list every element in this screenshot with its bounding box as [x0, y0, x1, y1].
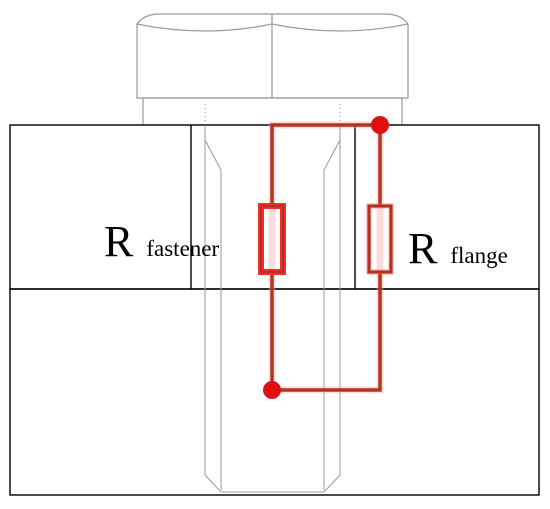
thread-start-right: [323, 139, 341, 171]
resistance-circuit: [258, 121, 394, 394]
shank-tip-right: [323, 474, 341, 493]
flange-label-subscript: flange: [450, 243, 507, 268]
bolt-head-chamfer-right: [271, 23, 409, 32]
fastener-label-subscript: fastener: [146, 236, 219, 261]
fastener-resistor-inner: [259, 204, 285, 274]
bolt-shank: [204, 104, 341, 493]
circuit-halo: [268, 121, 384, 394]
flange-resistance-label: R flange: [408, 224, 508, 273]
bottom-node-junction-dot-icon: [263, 381, 281, 399]
bolt-washer-face: [142, 97, 403, 126]
fastener-label-letter: R: [104, 217, 134, 266]
fastener-resistance-label: R fastener: [104, 217, 219, 266]
flange-label-letter: R: [408, 224, 438, 273]
circuit-wire-loop: [270, 123, 382, 392]
top-node-junction-dot-icon: [371, 116, 389, 134]
shank-tip-left: [204, 474, 222, 493]
bolt-head: [136, 13, 409, 126]
bolt-head-chamfer-left: [136, 23, 273, 32]
lower-plate: [9, 288, 540, 496]
flange-resistor-inner: [367, 204, 393, 274]
thread-start-left: [204, 139, 222, 171]
